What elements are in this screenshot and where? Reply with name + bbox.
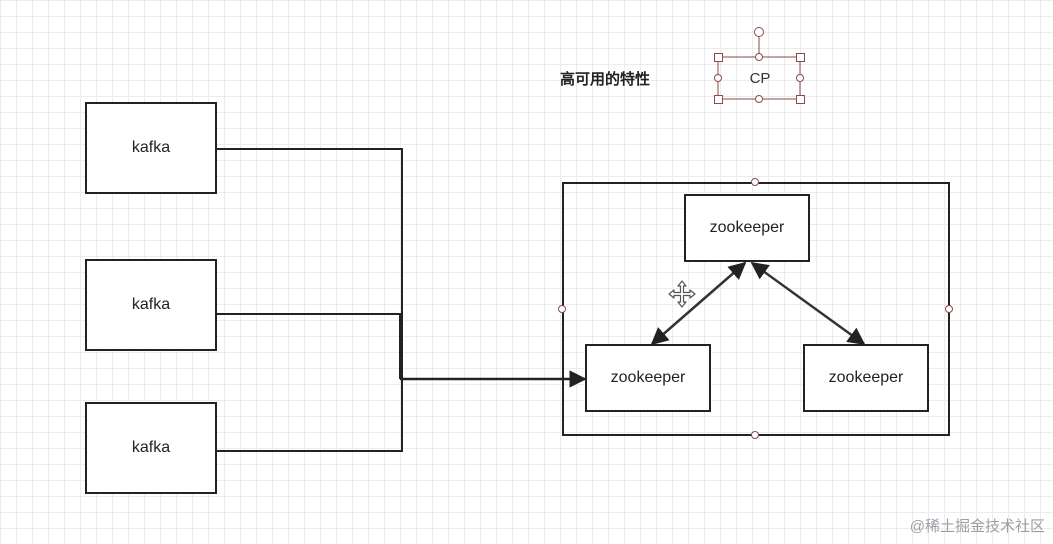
cp-resize-handle-ml[interactable] <box>714 74 722 82</box>
zk-right-to-top-arrow <box>750 261 866 346</box>
kafka-1-connector <box>216 148 403 379</box>
zookeeper-node-right-label: zookeeper <box>828 369 904 386</box>
kafka-node-2[interactable]: kafka <box>85 259 217 351</box>
watermark: @稀土掘金技术社区 <box>909 518 1045 535</box>
cp-resize-handle-mr[interactable] <box>796 74 804 82</box>
cluster-connection-point-right[interactable] <box>945 305 953 313</box>
cp-resize-handle-bc[interactable] <box>755 95 763 103</box>
kafka-node-3-label: kafka <box>131 439 171 456</box>
zookeeper-node-left[interactable]: zookeeper <box>585 344 711 412</box>
cp-label[interactable]: CP <box>749 69 771 87</box>
cp-resize-handle-tc[interactable] <box>755 53 763 61</box>
cp-resize-handle-bl[interactable] <box>714 95 723 104</box>
zookeeper-node-top-label: zookeeper <box>709 219 785 236</box>
kafka-2-connector <box>216 313 401 379</box>
cluster-connection-point-left[interactable] <box>558 305 566 313</box>
kafka-node-1[interactable]: kafka <box>85 102 217 194</box>
cp-rotate-handle[interactable] <box>754 27 764 37</box>
zookeeper-node-left-label: zookeeper <box>610 369 686 386</box>
kafka-node-3[interactable]: kafka <box>85 402 217 494</box>
diagram-title: 高可用的特性 <box>560 71 651 88</box>
cp-resize-handle-br[interactable] <box>796 95 805 104</box>
cp-resize-handle-tl[interactable] <box>714 53 723 62</box>
zk-left-to-top-arrow <box>650 261 747 346</box>
cp-resize-handle-tr[interactable] <box>796 53 805 62</box>
zookeeper-node-right[interactable]: zookeeper <box>803 344 929 412</box>
kafka-3-connector <box>216 379 403 452</box>
kafka-node-2-label: kafka <box>131 296 171 313</box>
cluster-connection-point-top[interactable] <box>751 178 759 186</box>
kafka-node-1-label: kafka <box>131 139 171 156</box>
move-cursor-icon <box>668 280 696 308</box>
cluster-connection-point-bottom[interactable] <box>751 431 759 439</box>
zookeeper-node-top[interactable]: zookeeper <box>684 194 810 262</box>
